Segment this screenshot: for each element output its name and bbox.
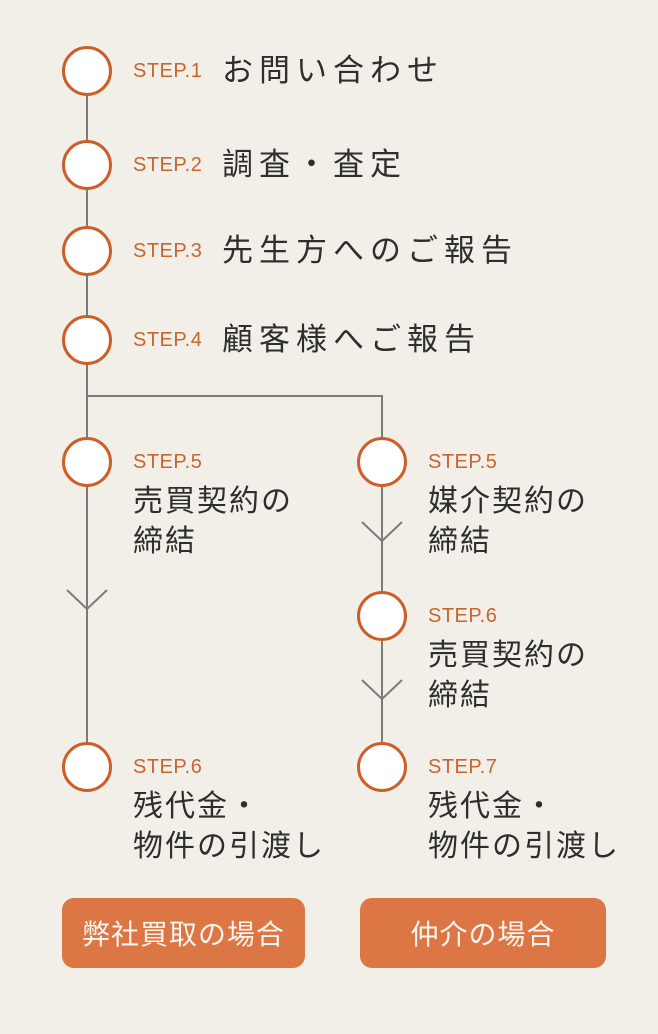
step-number-label: STEP.5 (428, 451, 498, 473)
step-title: 売買契約の 締結 (133, 482, 293, 562)
step-circle (62, 46, 112, 96)
step-title: 残代金・ 物件の引渡し (428, 787, 620, 867)
step-circle (357, 742, 407, 792)
step-circle (62, 742, 112, 792)
step-title-line: 残代金・ (428, 790, 556, 823)
step-title-line: 残代金・ (133, 790, 261, 823)
brokerage-case-button[interactable]: 仲介の場合 (360, 898, 606, 968)
step-number-label: STEP.5 (133, 451, 203, 473)
step-number-label: STEP.4 (133, 329, 203, 351)
step-title: 媒介契約の 締結 (428, 482, 588, 562)
step-title-line: 物件の引渡し (428, 830, 620, 863)
company-purchase-case-button[interactable]: 弊社買取の場合 (62, 898, 305, 968)
step-title: 売買契約の 締結 (428, 636, 588, 716)
step-circle (62, 226, 112, 276)
step-title-line: 締結 (133, 525, 197, 558)
step-circle (357, 591, 407, 641)
step-number-label: STEP.6 (133, 756, 203, 778)
step-title: 先生方へのご報告 (222, 233, 518, 268)
step-title-line: 売買契約の (133, 485, 293, 518)
arrow-down-icon (361, 521, 403, 543)
step-number-label: STEP.3 (133, 240, 203, 262)
step-circle (357, 437, 407, 487)
step-title-line: 物件の引渡し (133, 830, 325, 863)
step-title-line: 締結 (428, 679, 492, 712)
arrow-down-icon (361, 679, 403, 701)
step-title-line: 売買契約の (428, 639, 588, 672)
step-title: 調査・査定 (222, 147, 407, 182)
step-number-label: STEP.6 (428, 605, 498, 627)
step-title: お問い合わせ (222, 53, 444, 88)
step-title: 顧客様へご報告 (222, 322, 481, 357)
step-title-line: 媒介契約の (428, 485, 588, 518)
step-title: 残代金・ 物件の引渡し (133, 787, 325, 867)
step-circle (62, 437, 112, 487)
step-number-label: STEP.1 (133, 60, 203, 82)
step-circle (62, 315, 112, 365)
arrow-down-icon (66, 589, 108, 611)
step-number-label: STEP.7 (428, 756, 498, 778)
step-title-line: 締結 (428, 525, 492, 558)
step-circle (62, 140, 112, 190)
step-number-label: STEP.2 (133, 154, 203, 176)
